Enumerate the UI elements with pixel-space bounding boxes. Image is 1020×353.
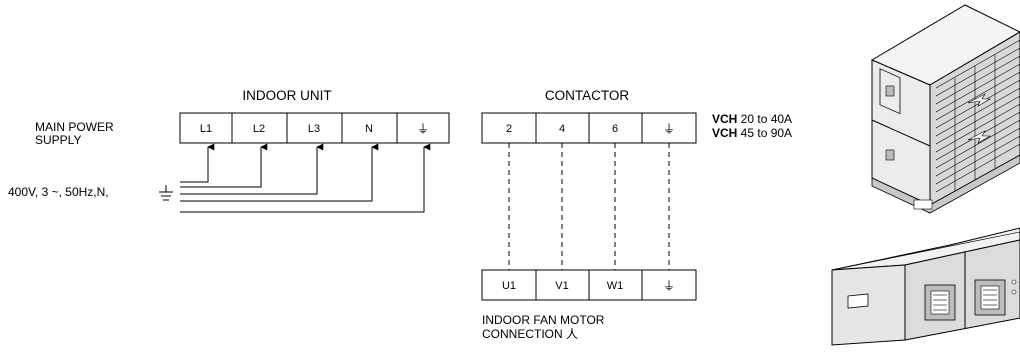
- motor-label-w1: W1: [607, 280, 624, 292]
- main-power-label-line1: MAIN POWER: [35, 120, 114, 134]
- outdoor-unit-illustration: [870, 4, 1020, 214]
- supply-ground-icon: [159, 185, 173, 201]
- supply-wires: [180, 143, 431, 213]
- terminal-l2: [231, 112, 288, 144]
- terminal-l1: [179, 112, 233, 144]
- motor-label-ground: ⏚: [663, 279, 675, 293]
- motor-label-v1: V1: [555, 280, 568, 292]
- model-label-2: VCH 45 to 90A: [712, 126, 792, 140]
- indoor-terminal-block: L1 L2 L3 N ⏚: [179, 112, 450, 144]
- model-range: 20 to 40A: [737, 112, 792, 126]
- contactor-label-ground: ⏚: [663, 122, 675, 136]
- fan-motor-label-line1: INDOOR FAN MOTOR: [482, 313, 605, 327]
- model-name: VCH: [712, 126, 737, 140]
- terminal-ground: [396, 112, 450, 144]
- terminal-label-n: N: [365, 123, 373, 135]
- svg-text:VCH 45 to 90A: VCH 45 to 90A: [712, 126, 792, 140]
- model-name: VCH: [712, 112, 737, 126]
- contactor-label-2: 2: [506, 123, 512, 135]
- motor-terminal-ground: [641, 269, 697, 301]
- model-range: 45 to 90A: [737, 126, 792, 140]
- motor-connection-wires: [508, 143, 670, 270]
- indoor-unit-title: INDOOR UNIT: [242, 88, 331, 103]
- contactor-label-6: 6: [612, 123, 618, 135]
- supply-spec-label: 400V, 3 ~, 50Hz,N,: [8, 185, 109, 199]
- motor-terminal-block: U1 V1 W1 ⏚: [481, 269, 697, 301]
- terminal-n: [341, 112, 398, 144]
- terminal-label-l3: L3: [308, 123, 320, 135]
- terminal-label-ground: ⏚: [417, 122, 429, 136]
- indoor-unit-illustration: [831, 227, 1020, 346]
- fan-motor-label-line2: CONNECTION 人: [482, 327, 578, 341]
- svg-text:VCH 20 to 40A: VCH 20 to 40A: [712, 112, 792, 126]
- contactor-label-4: 4: [559, 123, 565, 135]
- terminal-l3: [286, 112, 343, 144]
- terminal-label-l2: L2: [253, 123, 265, 135]
- motor-terminal-u1: [481, 269, 537, 301]
- main-power-label-line2: SUPPLY: [35, 133, 81, 147]
- motor-terminal-w1: [588, 269, 643, 301]
- contactor-terminal-ground: [641, 112, 697, 144]
- terminal-label-l1: L1: [200, 123, 212, 135]
- contactor-terminal-block: 2 4 6 ⏚: [481, 112, 697, 144]
- contactor-terminal-2: [481, 112, 537, 144]
- contactor-title: CONTACTOR: [545, 88, 630, 103]
- model-label-1: VCH 20 to 40A: [712, 112, 792, 126]
- motor-label-u1: U1: [502, 280, 516, 292]
